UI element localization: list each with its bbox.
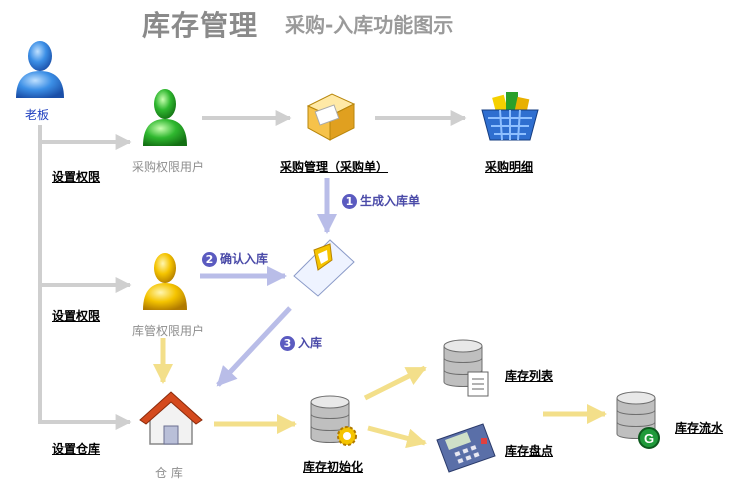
stock-flow-link[interactable]: 库存流水: [675, 421, 724, 435]
set-permission-link-2[interactable]: 设置权限: [52, 309, 101, 323]
pos-terminal-icon[interactable]: [433, 420, 499, 476]
step-1-badge: 1: [342, 194, 357, 209]
database-gear-icon[interactable]: [305, 392, 361, 450]
stock-list-link[interactable]: 库存列表: [505, 369, 554, 383]
step-3-badge: 3: [280, 336, 295, 351]
stock-check-link[interactable]: 库存盘点: [505, 444, 554, 458]
purchase-detail-link[interactable]: 采购明细: [485, 160, 534, 174]
warehouse-label: 仓 库: [155, 466, 183, 480]
arrow-step3: [216, 306, 292, 387]
warehouse-house-icon[interactable]: [138, 388, 204, 450]
warehouse-user-icon[interactable]: [140, 250, 190, 312]
stock-init-link[interactable]: 库存初始化: [303, 460, 364, 474]
boss-label: 老板: [25, 108, 50, 122]
basket-icon[interactable]: [478, 88, 542, 146]
svg-text:G: G: [644, 431, 654, 446]
warehouse-user-label: 库管权限用户: [132, 324, 205, 338]
boss-person-icon[interactable]: [12, 38, 68, 100]
purchase-user-icon[interactable]: [140, 86, 190, 148]
set-permission-link-1[interactable]: 设置权限: [52, 170, 101, 184]
arrow-init-to-list: [363, 365, 427, 401]
purchase-box-icon[interactable]: [300, 88, 358, 144]
inbound-document-icon[interactable]: [292, 236, 356, 298]
arrow-init-to-check: [367, 425, 427, 449]
purchase-mgmt-link[interactable]: 采购管理（采购单）: [280, 160, 389, 174]
page-subtitle: 采购-入库功能图示: [285, 13, 454, 37]
database-list-icon[interactable]: [440, 336, 494, 398]
set-warehouse-link[interactable]: 设置仓库: [52, 442, 101, 456]
purchase-user-label: 采购权限用户: [132, 160, 205, 174]
page-title: 库存管理: [142, 9, 259, 42]
database-flow-icon[interactable]: G: [613, 388, 667, 450]
step-2-badge: 2: [202, 252, 217, 267]
